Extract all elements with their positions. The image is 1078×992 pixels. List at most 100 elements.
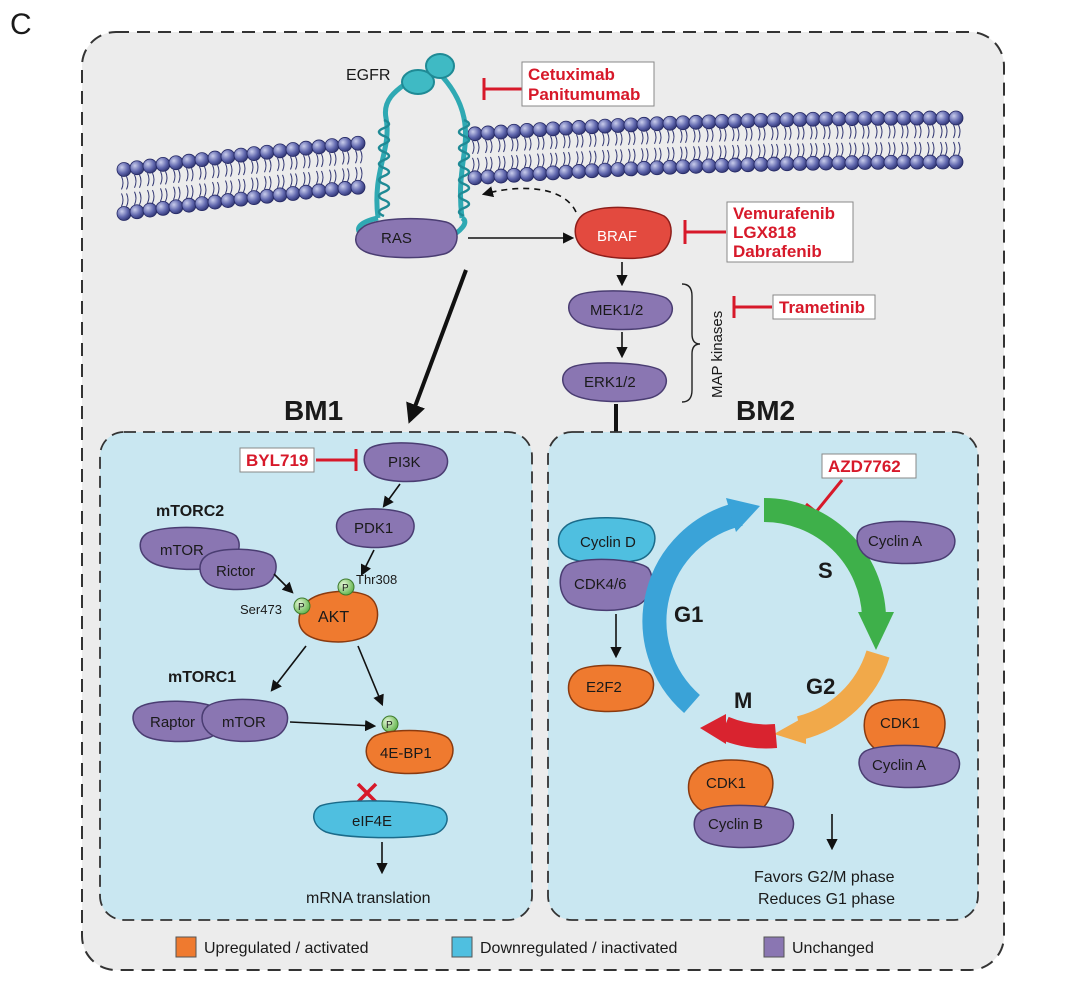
lipid-tail	[706, 145, 709, 160]
lipid-tail	[841, 125, 844, 140]
drug-trametinib: Trametinib	[779, 298, 865, 317]
lipid-tail	[711, 145, 714, 160]
lipid-tail	[256, 160, 259, 174]
lipid-tail	[472, 140, 475, 155]
lipid-tail	[940, 141, 943, 156]
cdk1-right-label: CDK1	[880, 715, 920, 732]
lipid-tail	[178, 186, 181, 200]
phase-g1: G1	[674, 602, 703, 627]
lipid-tail	[563, 134, 566, 149]
lipid-head	[220, 193, 236, 208]
lipid-head	[870, 154, 886, 170]
lipid-head	[714, 114, 730, 129]
cdk46-label: CDK4/6	[574, 576, 627, 593]
lipid-tail	[732, 127, 735, 142]
lipid-tail	[243, 161, 246, 176]
lipid-tail	[750, 127, 753, 141]
lipid-tail	[334, 169, 337, 183]
cdk46-blob	[559, 558, 653, 612]
mtorc1-to-4ebp1-arrow	[289, 719, 377, 732]
lipid-tail	[958, 141, 961, 156]
lipid-tail	[901, 141, 904, 156]
egfr-helix-left	[377, 118, 391, 218]
lipid-head	[844, 155, 860, 171]
lipid-head	[558, 164, 574, 180]
lipid-tail	[550, 152, 553, 167]
lipid-tail	[685, 146, 688, 160]
lipid-tail	[186, 167, 189, 182]
lipid-head	[935, 110, 951, 126]
lipid-tail	[875, 125, 878, 139]
lipid-tail	[581, 151, 584, 165]
drug-byl719: BYL719	[246, 451, 308, 470]
lipid-tail	[854, 142, 857, 156]
cyclina-right-label: Cyclin A	[872, 757, 926, 774]
lipid-head	[883, 110, 899, 126]
lipid-tail	[568, 134, 571, 149]
bm1-title: BM1	[284, 395, 343, 426]
egfr-helix-right	[457, 118, 471, 218]
phase-g2: G2	[806, 674, 835, 699]
braf-blob	[574, 206, 672, 260]
lipid-tail	[191, 167, 194, 182]
akt-to-4ebp1-arrow	[357, 645, 384, 707]
bm2-title: BM2	[736, 395, 795, 426]
lipid-head	[129, 204, 145, 220]
pdk1-blob	[335, 508, 415, 549]
lipid-tail	[797, 126, 800, 140]
lipid-tail	[745, 127, 748, 141]
lipid-tail	[802, 126, 805, 140]
phospho-thr308	[337, 578, 355, 596]
legend-label-unchanged: Unchanged	[792, 940, 874, 957]
lipid-tail	[958, 124, 961, 139]
lipid-tail	[186, 184, 189, 199]
lipid-head	[259, 188, 275, 204]
lipid-tail	[490, 156, 493, 171]
lipid-head	[675, 159, 691, 175]
lipid-tail	[251, 177, 254, 191]
lipid-tail	[953, 124, 956, 139]
lipid-tail	[178, 169, 181, 183]
lipid-tail	[498, 138, 501, 153]
m-arrowhead	[700, 714, 726, 744]
mek-inhibition	[732, 296, 772, 318]
drug-vemurafenib: Vemurafenib	[733, 204, 835, 223]
lipid-head	[831, 111, 847, 127]
lipid-head	[623, 161, 639, 177]
lipid-tail	[823, 142, 826, 157]
lipid-tail	[295, 156, 298, 170]
egfr-receptor	[356, 53, 471, 241]
lipid-tail	[607, 132, 610, 147]
g2-arc	[796, 650, 890, 740]
lipid-head	[740, 157, 756, 173]
lipid-tail	[628, 131, 631, 146]
lipid-head	[675, 115, 691, 131]
lipid-tail	[550, 135, 553, 150]
lipid-tail	[139, 191, 142, 205]
egfr-label: EGFR	[346, 67, 390, 84]
cyclina-top-label: Cyclin A	[868, 533, 922, 550]
lipid-head	[922, 110, 938, 126]
cyclinb-label: Cyclin B	[708, 816, 763, 833]
lipid-tail	[503, 155, 506, 170]
lipid-head	[948, 154, 964, 170]
lipid-tail	[360, 150, 363, 164]
lipid-head	[116, 162, 132, 177]
lipid-tail	[628, 148, 631, 163]
lipid-tail	[594, 133, 597, 147]
lipid-tail	[264, 159, 267, 173]
lipid-tail	[763, 127, 766, 141]
lipid-tail	[217, 164, 220, 179]
lipid-tail	[225, 180, 228, 194]
lipid-tail	[620, 149, 623, 163]
lipid-head	[532, 166, 548, 182]
lipid-tail	[836, 142, 839, 157]
egfr-drug-box	[521, 61, 655, 107]
lipid-tail	[914, 141, 917, 156]
lipid-tail	[784, 126, 787, 140]
mek-blob	[568, 290, 674, 331]
lipid-tail	[849, 142, 852, 156]
lipid-tail	[737, 127, 740, 142]
lipid-tail	[646, 148, 649, 162]
